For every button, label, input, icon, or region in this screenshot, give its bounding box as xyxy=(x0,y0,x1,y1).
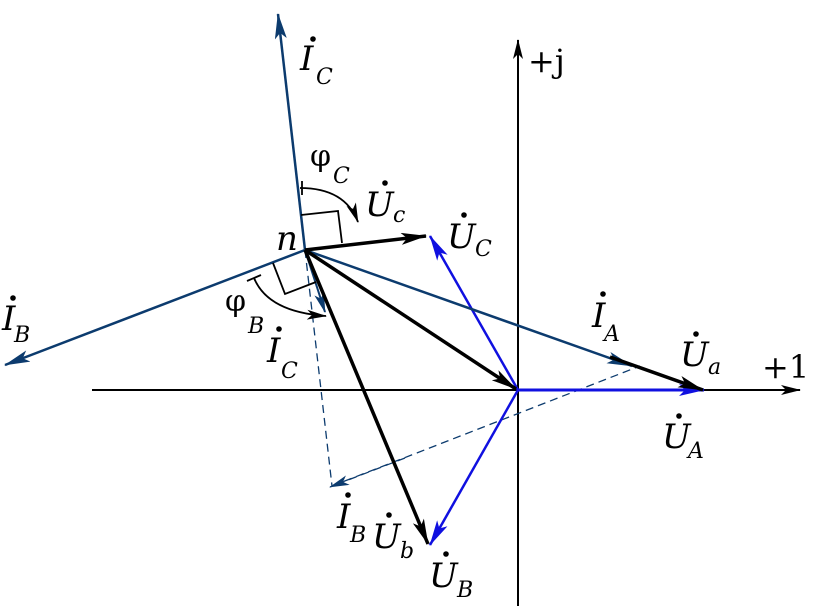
right-angle-marker-c xyxy=(300,210,343,244)
angle-arc-phi-b xyxy=(253,277,327,320)
phasor-ic-current xyxy=(274,13,307,251)
phasor-uc-load xyxy=(304,232,427,252)
label-phi-b: φ B xyxy=(225,284,264,339)
label-ic-mid: I C xyxy=(266,326,298,384)
label-ic-top: I C xyxy=(299,36,333,90)
phasor-un-offset xyxy=(304,248,517,391)
phasor-ua-load xyxy=(609,355,704,392)
phasor-ub-load xyxy=(303,249,430,545)
svg-text:C: C xyxy=(475,237,492,262)
svg-text:U: U xyxy=(429,556,459,596)
label-ub-source: U B xyxy=(429,551,473,603)
neutral-point-label: n xyxy=(276,219,298,259)
label-phi-c: φ C xyxy=(310,139,350,189)
imaginary-axis-label: +j xyxy=(528,42,565,80)
right-angle-marker-b xyxy=(272,262,317,296)
svg-text:U: U xyxy=(447,217,477,257)
label-uc-small: U c xyxy=(365,180,405,228)
svg-text:A: A xyxy=(686,439,704,464)
svg-text:I: I xyxy=(299,39,314,79)
phasor-ub-source xyxy=(428,389,520,546)
svg-text:I: I xyxy=(266,331,281,371)
svg-text:U: U xyxy=(680,335,710,375)
construction-lines xyxy=(304,249,641,487)
svg-text:a: a xyxy=(708,355,721,380)
svg-text:I: I xyxy=(591,296,606,336)
label-ib-left: I B xyxy=(1,295,30,348)
svg-text:c: c xyxy=(393,203,405,228)
svg-text:φ: φ xyxy=(310,139,331,174)
label-uc-source: U C xyxy=(447,212,492,262)
phasor-ib-current xyxy=(4,248,306,367)
svg-text:C: C xyxy=(333,164,350,189)
label-ib-bottom: I B xyxy=(336,492,366,548)
svg-text:U: U xyxy=(372,517,402,557)
label-ua-load: U a xyxy=(680,331,721,380)
svg-text:I: I xyxy=(1,299,16,339)
angle-arc-phi-c xyxy=(299,187,359,223)
phasor-ia-current xyxy=(304,248,633,368)
svg-text:φ: φ xyxy=(225,284,246,319)
svg-text:B: B xyxy=(247,314,264,339)
svg-text:C: C xyxy=(316,65,333,90)
angle-tick-b xyxy=(246,274,262,282)
svg-text:B: B xyxy=(456,578,473,603)
real-axis-label: +1 xyxy=(762,348,809,386)
phasor-uc-source xyxy=(428,235,520,391)
svg-text:B: B xyxy=(349,523,366,548)
svg-text:A: A xyxy=(602,322,620,347)
label-ub-load: U b xyxy=(372,512,414,564)
label-ua-source: U A xyxy=(662,413,704,464)
svg-text:b: b xyxy=(400,539,414,564)
svg-text:U: U xyxy=(662,417,692,457)
label-ia: I A xyxy=(591,291,620,347)
svg-text:I: I xyxy=(336,497,351,537)
svg-text:U: U xyxy=(365,185,395,225)
svg-text:C: C xyxy=(281,359,298,384)
svg-text:B: B xyxy=(13,323,30,348)
